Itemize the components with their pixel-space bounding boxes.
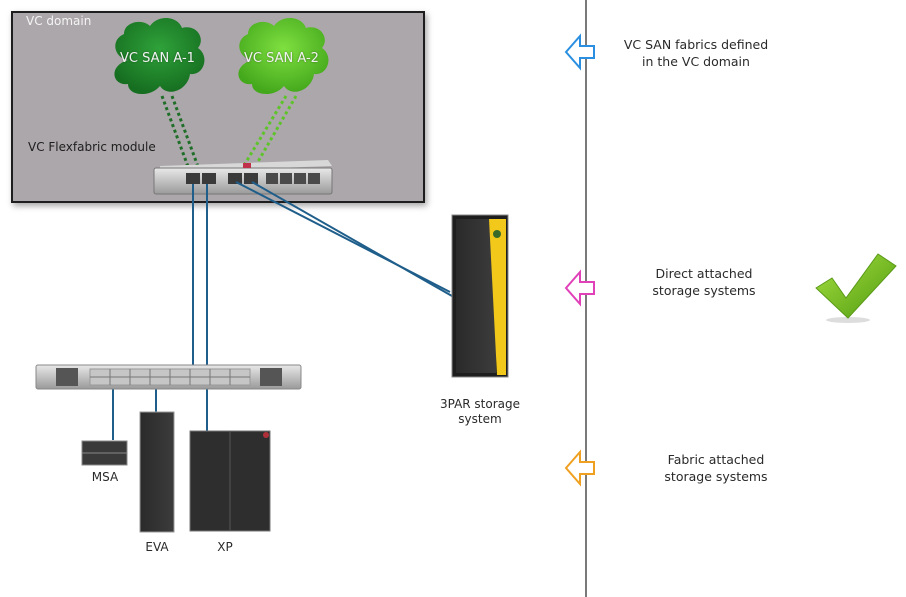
left-arrow-outline-blue-icon	[564, 33, 595, 71]
threepar-label-line2: system	[458, 412, 502, 426]
cables	[112, 181, 453, 440]
legend-line1: Fabric attached	[667, 452, 765, 467]
san-a2-cloud	[238, 17, 329, 95]
left-arrow-outline-orange-icon	[564, 449, 595, 487]
legend-fabric-attached: Fabric attached storage systems	[626, 451, 806, 485]
threepar-label-line1: 3PAR storage	[439, 397, 521, 411]
legend-line1: Direct attached	[655, 266, 753, 281]
threepar-label: 3PAR storage system	[430, 397, 530, 427]
vc-flexfabric-module-label: VC Flexfabric module	[28, 140, 156, 154]
legend-line1: VC SAN fabrics defined	[623, 37, 769, 52]
san-a1-uplinks	[160, 95, 202, 173]
msa-storage	[81, 440, 128, 466]
legend-line2: storage systems	[664, 469, 768, 484]
xp-storage	[189, 430, 271, 532]
legend-direct-attached: Direct attached storage systems	[614, 265, 794, 299]
vc-flexfabric-module	[153, 160, 333, 195]
checkmark-icon	[815, 253, 897, 323]
divider-line	[585, 0, 587, 597]
left-arrow-outline-pink-icon	[564, 269, 595, 307]
eva-label: EVA	[145, 540, 169, 554]
legend-vc-san-fabrics: VC SAN fabrics defined in the VC domain	[606, 36, 786, 70]
san-switch	[35, 364, 302, 390]
xp-label: XP	[217, 540, 233, 554]
vc-domain-label: VC domain	[26, 14, 92, 28]
san-a2-label: VC SAN A-2	[244, 51, 319, 66]
san-a1-label: VC SAN A-1	[120, 51, 195, 66]
san-a2-uplinks	[238, 95, 298, 173]
msa-label: MSA	[91, 470, 119, 484]
threepar-storage-system	[451, 214, 509, 378]
legend-line2: in the VC domain	[642, 54, 750, 69]
san-a1-cloud	[114, 17, 205, 95]
eva-storage	[139, 411, 175, 533]
legend-line2: storage systems	[652, 283, 756, 298]
